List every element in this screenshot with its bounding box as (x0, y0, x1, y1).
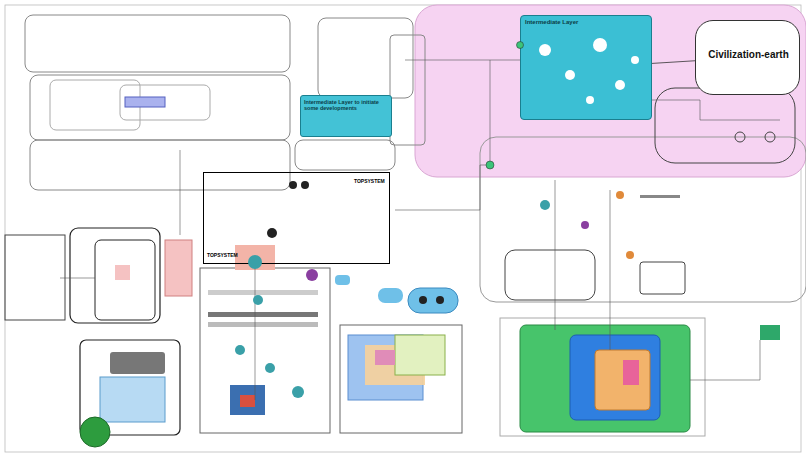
wire (395, 165, 480, 210)
blue-pill (335, 275, 350, 285)
teal-dot (292, 386, 304, 398)
junction (517, 42, 524, 49)
process-box: Intermediate Layer to initiate some deve… (300, 95, 392, 137)
teal-dot (265, 363, 275, 373)
red-box (165, 240, 192, 296)
teal-dot (253, 295, 263, 305)
group-frame (70, 228, 160, 323)
bubble (593, 38, 607, 52)
band (208, 322, 318, 327)
blue-pill (408, 288, 458, 313)
teal-dot (235, 345, 245, 355)
group-frame (640, 262, 685, 294)
group-frame (318, 18, 413, 98)
bubble (615, 80, 625, 90)
group-frame (295, 140, 395, 170)
wire (555, 180, 556, 330)
dot (289, 181, 297, 189)
ring (735, 132, 745, 142)
blue-region (570, 335, 660, 420)
green-circle (80, 417, 110, 447)
group-frame (340, 325, 462, 433)
wire (60, 278, 95, 279)
orange-region (595, 350, 650, 410)
group-frame (480, 137, 806, 302)
group-frame (120, 85, 210, 120)
node-label: TOPSYSTEM (207, 253, 247, 259)
dot (267, 228, 277, 238)
wire (640, 195, 680, 198)
teal-dot (540, 200, 550, 210)
purple-dot (581, 221, 589, 229)
wires (60, 60, 780, 400)
orange-dot (616, 191, 624, 199)
wire (690, 340, 760, 380)
dot (436, 296, 444, 304)
process-box: Civilization-earth (695, 20, 800, 95)
bubble (539, 44, 551, 56)
bubble (565, 70, 575, 80)
green-region (520, 325, 690, 432)
wire (652, 100, 780, 120)
image-thumbnail (240, 395, 255, 407)
node-label: Intermediate Layer (525, 19, 649, 26)
node-label: Civilization-earth (696, 49, 801, 60)
wire (180, 150, 181, 235)
image-thumbnail (230, 385, 265, 415)
gray-box (110, 352, 165, 374)
teal-dot (248, 255, 262, 269)
green-box (395, 335, 445, 375)
wire (255, 265, 256, 400)
bubbles (235, 38, 775, 398)
junction (486, 161, 494, 169)
group-frame (25, 15, 290, 72)
pink-box (375, 350, 395, 365)
orange-dot (626, 251, 634, 259)
group-frame (200, 268, 330, 433)
blue-pill (378, 288, 403, 303)
group-frame (30, 75, 290, 140)
node-label: Intermediate Layer to initiate some deve… (304, 99, 390, 111)
band (208, 290, 318, 295)
connector (652, 61, 695, 64)
blue-box (100, 377, 165, 422)
group-frame (30, 140, 290, 190)
dot (419, 296, 427, 304)
pink-core (623, 360, 639, 385)
band (208, 312, 318, 317)
process-box: Intermediate Layer (520, 15, 652, 120)
red-box (115, 265, 130, 280)
group-frame (95, 240, 155, 320)
process-box: TOPSYSTEM TOPSYSTEM (203, 172, 390, 264)
ring (765, 132, 775, 142)
red-band (235, 245, 275, 270)
pink-region (415, 5, 806, 177)
group-frame (390, 35, 425, 145)
bubble (631, 56, 639, 64)
bubble (586, 96, 594, 104)
dot (301, 181, 309, 189)
wire (405, 60, 520, 61)
group-frame (505, 250, 595, 300)
wire (610, 190, 611, 350)
node-label: TOPSYSTEM (354, 179, 390, 185)
group-frame (500, 318, 705, 436)
green-marker (760, 325, 780, 340)
wire (480, 60, 490, 165)
highlight-box (125, 97, 165, 107)
purple-dot (306, 269, 318, 281)
group-frame (655, 88, 795, 163)
group-frame (5, 235, 65, 320)
